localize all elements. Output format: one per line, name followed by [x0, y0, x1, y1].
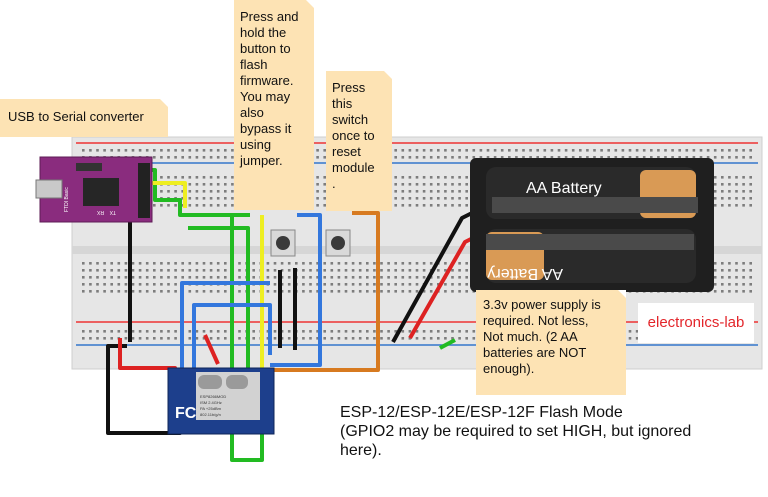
note-line: enough). [483, 361, 535, 376]
wire-green-1 [141, 168, 250, 217]
note-line: bypass it [240, 121, 292, 136]
note-line: module [332, 160, 375, 175]
wire-yellow-1 [141, 181, 187, 208]
note-line: 3.3v power supply is [483, 297, 601, 312]
note-power-supply: 3.3v power supply is required. Not less,… [476, 290, 626, 395]
wire-blue-2 [180, 281, 270, 398]
esp-label-row-2: ISM 2.4GHz [200, 400, 222, 405]
wire-blue-3 [192, 303, 272, 395]
wire-green-battery [439, 338, 456, 350]
battery-top-label: AA Battery [526, 180, 602, 197]
note-fold [618, 290, 626, 298]
battery-holder: AA Battery AA Battery [470, 158, 714, 292]
note-usb-serial: USB to Serial converter [0, 99, 168, 137]
wire-green-3 [230, 213, 264, 462]
note-line: this [332, 96, 353, 111]
caption-line-3: here). [340, 442, 382, 459]
note-usb-serial-text: USB to Serial converter [8, 109, 144, 124]
note-line: switch [332, 112, 369, 127]
note-line: . [332, 176, 336, 191]
note-line: Press and [240, 9, 299, 24]
esp-fc-mark: FC [175, 405, 197, 422]
flash-push-button [270, 229, 296, 257]
wire-orange [270, 211, 380, 372]
note-line: using [240, 137, 272, 152]
wire-red-rail [203, 334, 220, 365]
note-fold [384, 71, 392, 79]
ftdi-board: FTDI Basic TX RX [35, 156, 153, 223]
wire-blue-1 [270, 213, 322, 367]
brand-logo: electronics-lab [638, 303, 754, 343]
wire-green-2 [188, 226, 250, 405]
ftdi-pin-tx: TX [109, 209, 116, 215]
note-fold [306, 0, 314, 8]
note-line: batteries are NOT [483, 345, 587, 360]
note-line: hold the [240, 25, 287, 40]
note-line: also [240, 105, 264, 120]
esp-label-row-4: 802.11b/g/n [200, 412, 221, 417]
note-line: Press [332, 80, 366, 95]
ftdi-board-label: FTDI Basic [64, 187, 70, 212]
note-line: You may [240, 89, 291, 104]
battery-bottom-label: AA Battery [487, 265, 563, 282]
note-line: flash [240, 57, 268, 72]
note-line: button to [240, 41, 291, 56]
note-fold [160, 99, 168, 107]
note-line: required. Not less, [483, 313, 589, 328]
esp-module: FC ESP8266MOD ISM 2.4GHz PA +25dBm 802.1… [167, 367, 275, 435]
note-line: Not much. (2 AA [483, 329, 578, 344]
diagram-caption: ESP-12/ESP-12E/ESP-12F Flash Mode (GPIO2… [340, 403, 765, 460]
caption-line-1: ESP-12/ESP-12E/ESP-12F Flash Mode [340, 404, 623, 421]
reset-push-button [325, 229, 351, 257]
esp-label-row-3: PA +25dBm [200, 406, 222, 411]
note-line: jumper. [240, 153, 283, 168]
note-line: firmware. [240, 73, 294, 88]
caption-line-2: (GPIO2 may be required to set HIGH, but … [340, 423, 692, 440]
note-line: reset [332, 144, 361, 159]
note-line: once to [332, 128, 375, 143]
esp-label-row-1: ESP8266MOD [200, 394, 226, 399]
note-flash-button: Press and hold the button to flash firmw… [234, 0, 314, 210]
ftdi-pin-rx: RX [96, 209, 104, 215]
note-reset-switch: Press this switch once to reset module . [326, 71, 392, 211]
